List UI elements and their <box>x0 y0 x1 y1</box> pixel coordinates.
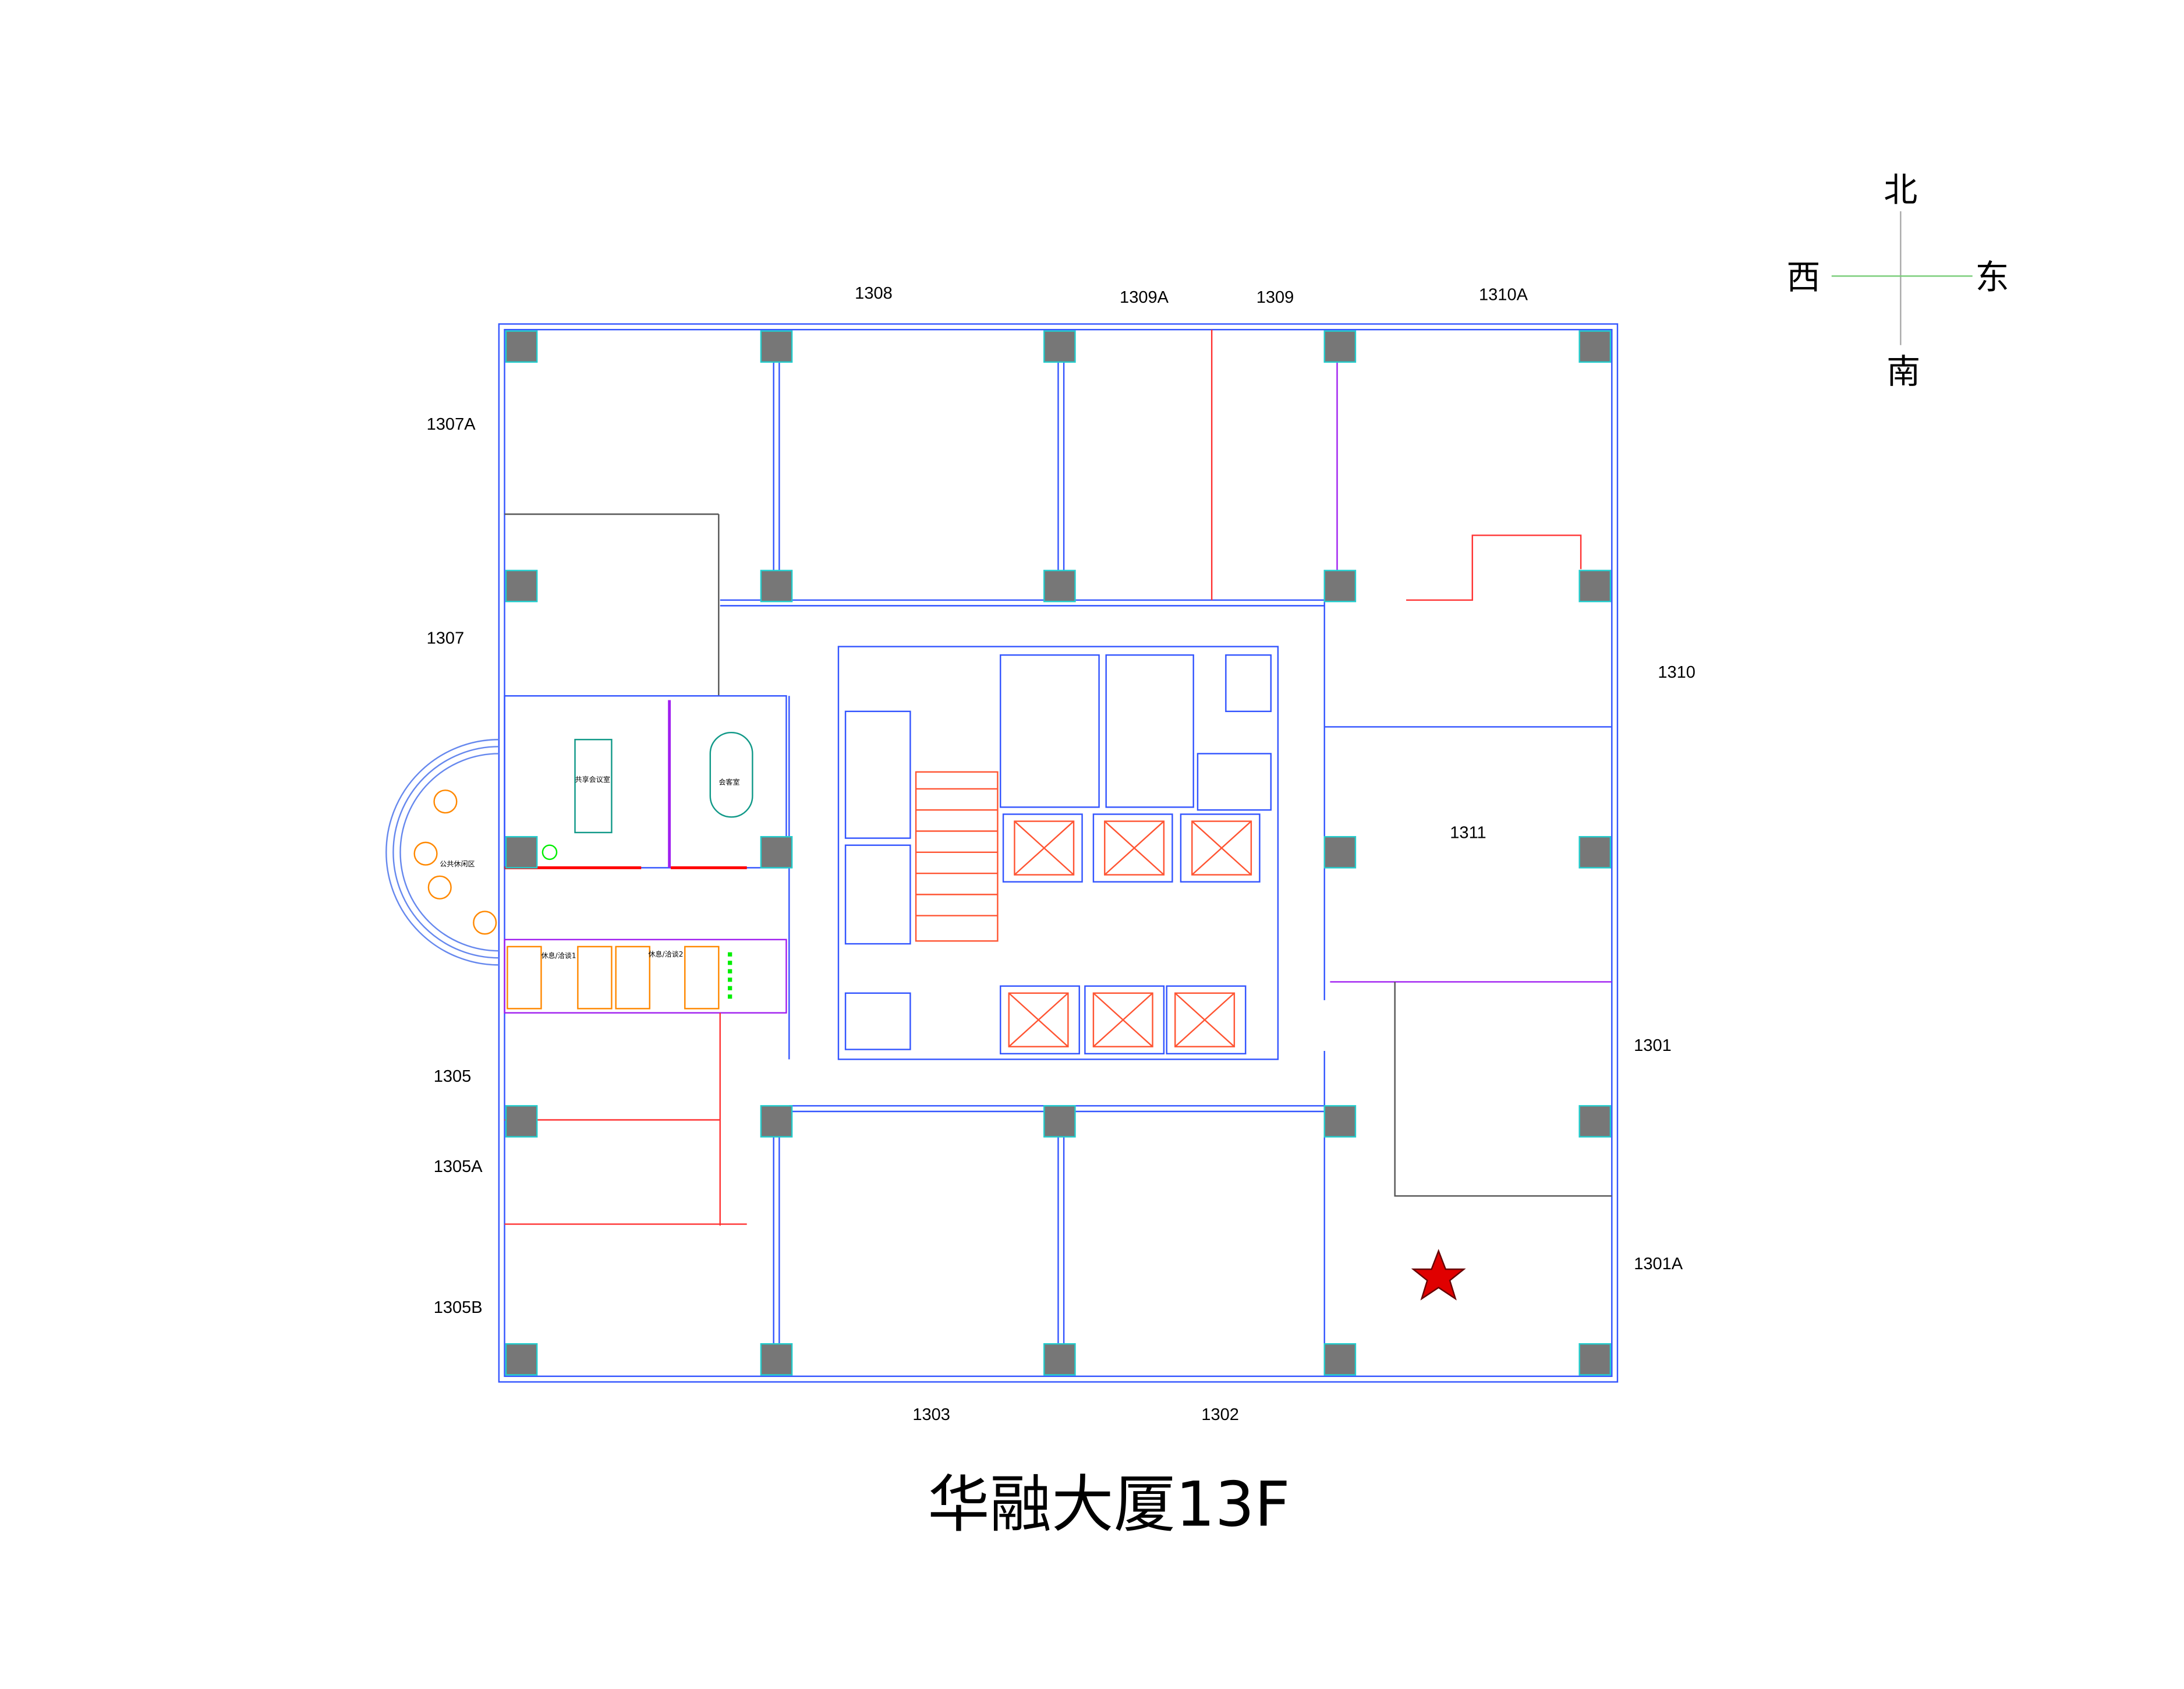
unit-1305A: 1305A <box>434 1157 483 1176</box>
compass-north: 北 <box>1884 170 1917 210</box>
location-star-marker <box>1411 1249 1466 1301</box>
unit-1311: 1311 <box>1450 824 1486 842</box>
unit-1301: 1301 <box>1634 1036 1672 1055</box>
unit-1307A: 1307A <box>427 415 476 434</box>
interior-walls <box>504 330 1612 1359</box>
room-label-lounge: 公共休闲区 <box>440 860 475 868</box>
structural-column <box>760 330 793 363</box>
unit-1310: 1310 <box>1658 663 1695 682</box>
unit-1309A: 1309A <box>1120 288 1169 307</box>
compass: 北 西 东 南 <box>1786 170 2009 391</box>
structural-column <box>1043 1105 1076 1138</box>
unit-1309: 1309 <box>1256 288 1294 307</box>
room-label-rest2: 休息/洽谈2 <box>648 950 683 958</box>
page-title: 华融大厦13F <box>928 1468 1290 1541</box>
structural-column <box>505 835 538 869</box>
structural-column <box>1323 1105 1357 1138</box>
structural-column <box>505 1343 538 1376</box>
unit-1303: 1303 <box>912 1405 950 1424</box>
room-label-rest1: 休息/洽谈1 <box>541 951 576 959</box>
furniture <box>504 700 753 1010</box>
structural-column <box>1578 330 1612 363</box>
structural-column <box>1043 1343 1076 1376</box>
structural-column <box>760 569 793 603</box>
columns <box>505 330 1612 1376</box>
structural-column <box>505 330 538 363</box>
structural-column <box>760 835 793 869</box>
unit-1305: 1305 <box>434 1067 472 1086</box>
structural-column <box>1323 569 1357 603</box>
structural-column <box>505 1105 538 1138</box>
unit-1308: 1308 <box>855 284 893 303</box>
room-label-reception: 会客室 <box>718 778 739 787</box>
structural-column <box>1323 1343 1357 1376</box>
compass-east: 东 <box>1976 257 2009 297</box>
compass-west: 西 <box>1786 257 1820 297</box>
unit-labels: 1308 1309A 1309 1310A 1307A 1307 1310 13… <box>427 284 1695 1424</box>
structural-column <box>1578 1343 1612 1376</box>
compass-south: 南 <box>1886 352 1920 391</box>
structural-column <box>1578 835 1612 869</box>
structural-column <box>1043 569 1076 603</box>
unit-1302: 1302 <box>1201 1405 1239 1424</box>
structural-column <box>1578 1105 1612 1138</box>
structural-column <box>505 569 538 603</box>
lounge-arc <box>385 739 499 966</box>
unit-1307: 1307 <box>427 629 465 648</box>
structural-column <box>760 1105 793 1138</box>
unit-1301A: 1301A <box>1634 1255 1683 1273</box>
structural-column <box>1043 330 1076 363</box>
structural-column <box>1323 330 1357 363</box>
core <box>844 654 1272 1055</box>
structural-column <box>760 1343 793 1376</box>
structural-column <box>1323 835 1357 869</box>
unit-1310A: 1310A <box>1479 285 1528 304</box>
structural-column <box>1578 569 1612 603</box>
room-label-shared-meeting: 共享会议室 <box>575 775 610 784</box>
unit-1305B: 1305B <box>434 1298 483 1317</box>
